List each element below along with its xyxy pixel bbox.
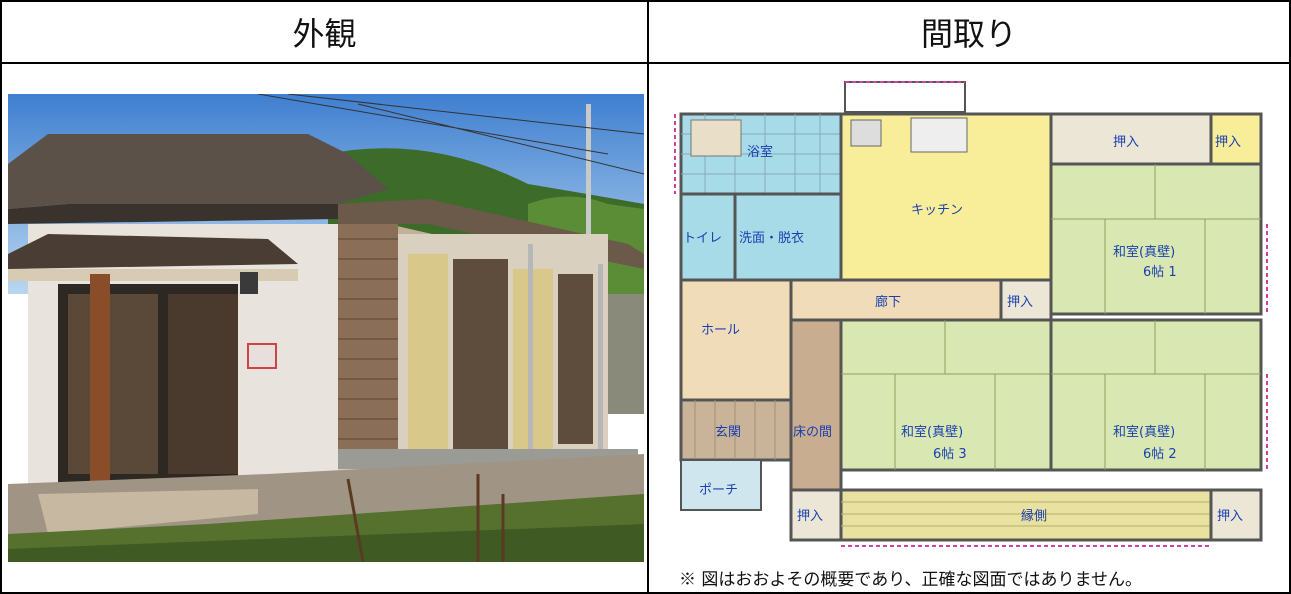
room-kitchen: キッチン xyxy=(911,203,963,218)
room-porch: ポーチ xyxy=(699,483,738,498)
room-genkan: 玄関 xyxy=(715,425,741,440)
room-toilet: トイレ xyxy=(683,231,722,246)
room-oshiire-br: 押入 xyxy=(1217,509,1243,524)
room-washitsu2-b: 6帖 2 xyxy=(1143,447,1177,462)
room-hall: ホール xyxy=(701,323,740,338)
floor-plan: 浴室 キッチン 押入 押入 トイレ 洗面・脱衣 xyxy=(655,74,1287,554)
room-bath: 浴室 xyxy=(747,144,773,160)
exterior-photo xyxy=(8,94,644,562)
room-washitsu3-b: 6帖 3 xyxy=(933,447,967,462)
floor-plan-cell: 浴室 キッチン 押入 押入 トイレ 洗面・脱衣 xyxy=(647,62,1291,594)
room-tokonoma: 床の間 xyxy=(793,425,832,440)
room-washitsu1-b: 6帖 1 xyxy=(1143,265,1177,280)
room-washroom: 洗面・脱衣 xyxy=(739,230,804,246)
room-washitsu3-a: 和室(真壁) xyxy=(901,424,963,440)
room-oshiire-mid: 押入 xyxy=(1007,295,1033,310)
room-washitsu2-a: 和室(真壁) xyxy=(1113,424,1175,440)
disclaimer-note: ※ 図はおおよその概要であり、正確な図面ではありません。 xyxy=(679,570,1143,590)
exterior-header: 外観 xyxy=(0,0,649,64)
room-oshiire-bl: 押入 xyxy=(797,509,823,524)
room-oshiire-top2: 押入 xyxy=(1215,135,1241,150)
room-oshiire-top1: 押入 xyxy=(1113,135,1139,150)
room-washitsu1-a: 和室(真壁) xyxy=(1113,244,1175,260)
room-corridor: 廊下 xyxy=(875,294,901,310)
floor-plan-header: 間取り xyxy=(647,0,1291,64)
exterior-cell xyxy=(0,62,649,594)
room-engawa: 縁側 xyxy=(1021,508,1047,524)
